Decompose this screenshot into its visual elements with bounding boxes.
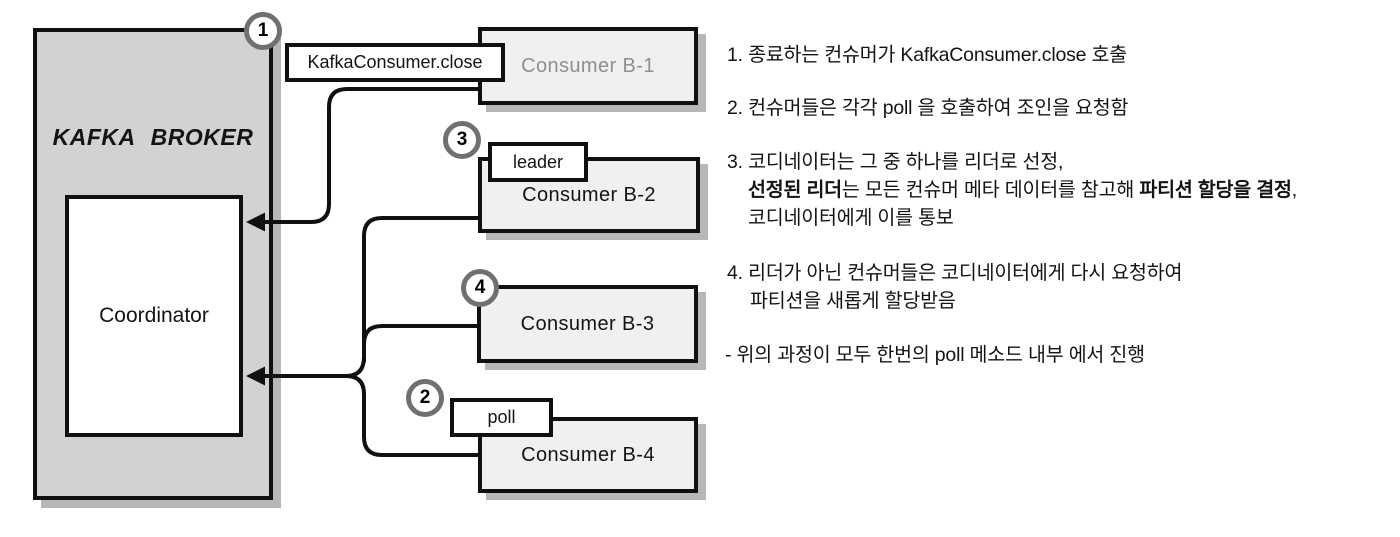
kafka-broker-label: KAFKA BROKER xyxy=(52,124,254,150)
consumer-b1-box: Consumer B-1 xyxy=(478,27,698,105)
step-badge-1-number: 1 xyxy=(257,20,269,41)
kafka-broker-box: KAFKA BROKER Coordinator xyxy=(33,28,273,500)
leader-tag: leader xyxy=(488,142,588,182)
note-footer: - 위의 과정이 모두 한번의 poll 메소드 내부 에서 진행 xyxy=(725,344,1145,366)
note-step-2: 2. 컨슈머들은 각각 poll 을 호출하여 조인을 요청함 xyxy=(727,97,1129,119)
note-step-3-line-1: 3. 코디네이터는 그 중 하나를 리더로 선정, xyxy=(727,151,1064,173)
arrowhead-icon xyxy=(246,212,265,232)
step-badge-1: 1 xyxy=(244,12,282,50)
poll-label: poll xyxy=(487,407,516,427)
kafkaconsumer-close-tag: KafkaConsumer.close xyxy=(285,43,505,82)
consumer-b2-join-line xyxy=(263,216,482,378)
consumer-b4-join-line xyxy=(345,374,482,457)
step-badge-4: 4 xyxy=(461,269,499,307)
consumer-b3-label: Consumer B-3 xyxy=(520,312,655,335)
consumer-b2-label: Consumer B-2 xyxy=(522,183,656,206)
close-to-coordinator-line xyxy=(263,87,482,224)
note-step-4-line-1: 4. 리더가 아닌 컨슈머들은 코디네이터에게 다시 요청하여 xyxy=(727,262,1183,284)
consumer-b3-box: Consumer B-3 xyxy=(477,285,698,363)
poll-tag: poll xyxy=(450,398,553,437)
connector-wires xyxy=(246,87,482,457)
kafkaconsumer-close-label: KafkaConsumer.close xyxy=(307,52,483,72)
note-step-3-line-3: 코디네이터에게 이를 통보 xyxy=(748,207,954,229)
consumer-b4-box: Consumer B-4 xyxy=(478,417,698,493)
step-badge-3: 3 xyxy=(443,121,481,159)
step-badge-2-number: 2 xyxy=(419,387,431,408)
consumer-b1-label: Consumer B-1 xyxy=(521,54,655,77)
step-badge-4-number: 4 xyxy=(474,277,486,298)
consumer-b2-box: Consumer B-2 xyxy=(478,157,700,233)
consumer-b3-join-line xyxy=(362,324,481,362)
consumer-b4-label: Consumer B-4 xyxy=(521,443,655,466)
note-step-1: 1. 종료하는 컨슈머가 KafkaConsumer.close 호출 xyxy=(727,44,1128,66)
coordinator-box: Coordinator xyxy=(65,195,243,437)
coordinator-label: Coordinator xyxy=(99,304,209,327)
note-step-4-line-2: 파티션을 새롭게 할당받음 xyxy=(750,290,956,312)
step-badge-3-number: 3 xyxy=(456,129,468,150)
arrowhead-icon xyxy=(246,366,265,386)
leader-label: leader xyxy=(512,151,564,172)
step-badge-2: 2 xyxy=(406,379,444,417)
note-step-3-line-2: 선정된 리더는 모든 컨슈머 메타 데이터를 참고해 파티션 할당을 결정, xyxy=(748,179,1297,201)
